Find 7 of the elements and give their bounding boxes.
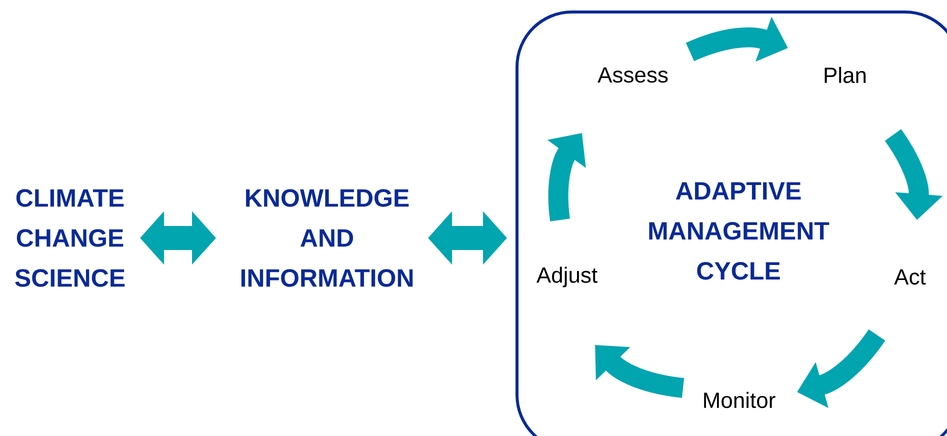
- heading-text: CLIMATE CHANGE SCIENCE: [15, 189, 125, 287]
- step-label: Act: [894, 269, 926, 285]
- step-label: Adjust: [536, 266, 598, 288]
- step-label: Monitor: [704, 392, 776, 408]
- heading-text: KNOWLEDGE AND INFORMATION: [241, 189, 413, 287]
- step-label: Assess: [598, 67, 668, 83]
- step-label: Plan: [824, 66, 866, 84]
